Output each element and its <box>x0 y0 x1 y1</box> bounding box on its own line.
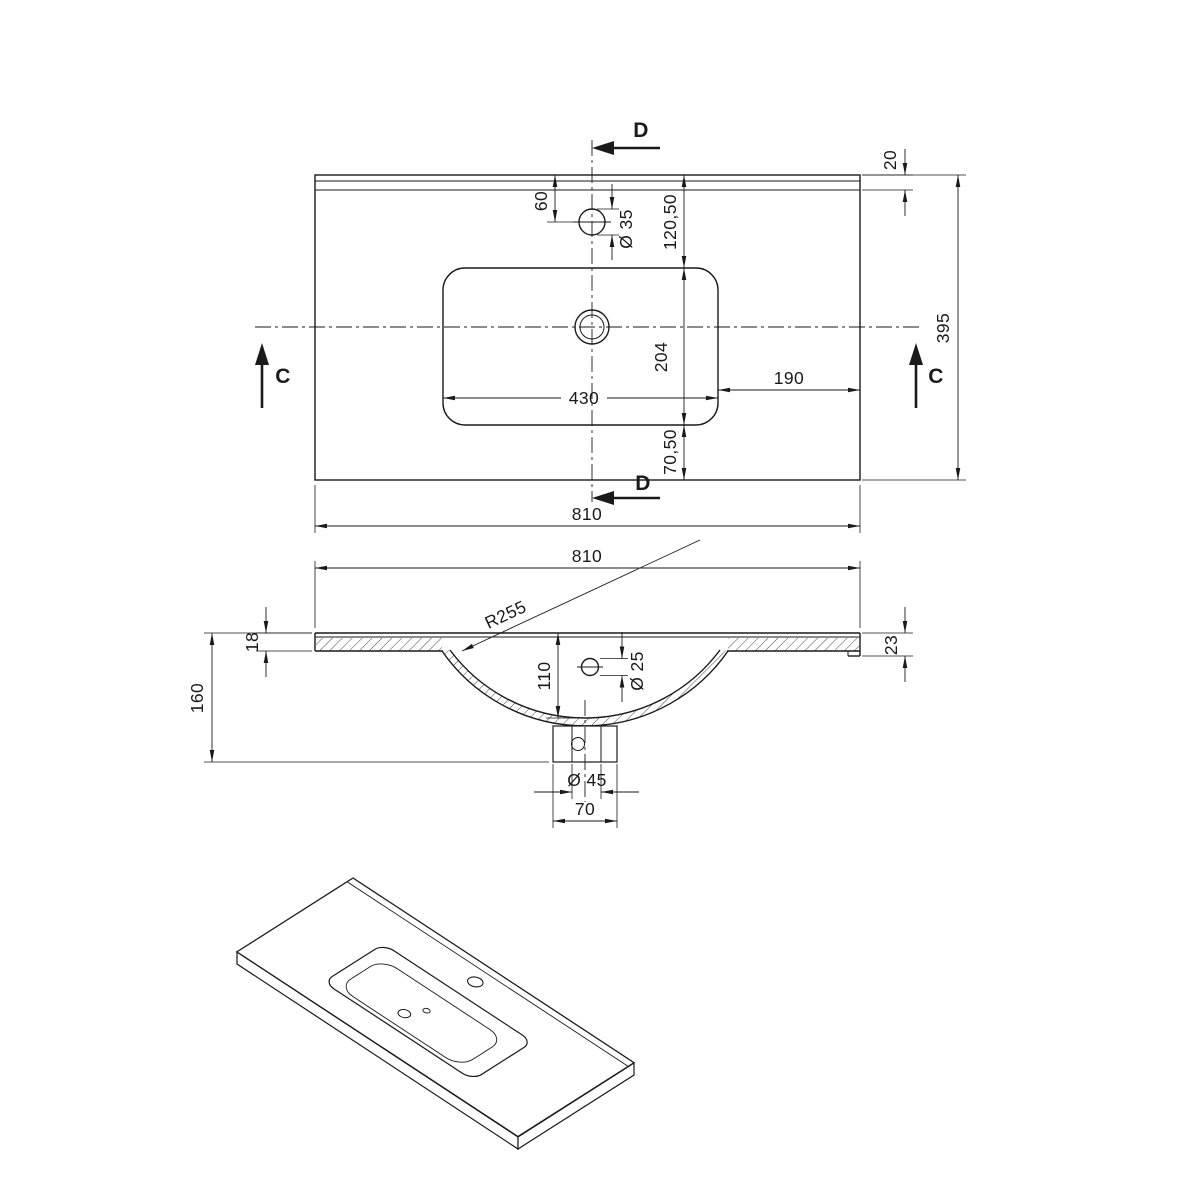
section-marker-c-right: C <box>909 343 944 408</box>
counter-section <box>314 632 861 657</box>
dim-total-height-160: 160 <box>187 632 549 763</box>
dim-top-thickness-label: 18 <box>242 632 262 652</box>
dim-side-offset-label: 190 <box>774 368 804 388</box>
dim-width-810-front: 810 <box>314 546 861 628</box>
dim-width-plan-label: 810 <box>572 504 602 524</box>
isometric-view <box>236 878 635 1151</box>
dim-depth-395: 395 <box>862 174 966 481</box>
dim-basin-width-label: 430 <box>569 388 599 408</box>
dim-faucet-dia-35: Ø 35 <box>597 184 636 260</box>
dim-edge-thickness-label: 23 <box>881 635 901 655</box>
section-c-right-label: C <box>928 365 944 388</box>
dim-faucet-offset-label: 60 <box>531 191 551 211</box>
dim-depth-label: 395 <box>933 313 953 343</box>
dim-width-810-plan: 810 <box>314 485 861 533</box>
dim-drain-dia-45: Ø 45 <box>534 764 639 799</box>
section-marker-c-left: C <box>255 343 291 408</box>
drain-detail-hole <box>571 737 585 751</box>
section-c-left-label: C <box>275 365 291 388</box>
dim-basin-width-430: 430 <box>443 388 718 408</box>
iso-drain-hole <box>395 1008 413 1020</box>
iso-top-face <box>237 878 634 1137</box>
dim-bowl-depth-110: 110 <box>534 633 576 719</box>
iso-faucet-hole <box>464 975 486 989</box>
dim-basin-depth-label: 204 <box>651 342 671 372</box>
front-view: 810 R255 <box>187 539 913 828</box>
bowl-wall-hatch <box>442 650 728 726</box>
section-d-top-label: D <box>633 119 649 142</box>
dim-edge-thickness-23: 23 <box>862 607 913 682</box>
dim-top-thickness-18: 18 <box>242 607 312 677</box>
dim-chain-vertical: 120,50 204 70,50 <box>651 175 687 480</box>
countertop-outline <box>314 174 861 481</box>
dim-side-offset-190: 190 <box>718 368 860 393</box>
slab-hatch-left <box>316 638 442 651</box>
iso-bowl-bottom <box>338 959 504 1067</box>
dim-front-offset-label: 70,50 <box>660 429 680 475</box>
top-view: D D C C 20 <box>255 119 966 533</box>
dim-width-front-label: 810 <box>572 546 602 566</box>
dim-drain-width-label: 70 <box>575 799 595 819</box>
dim-total-height-label: 160 <box>187 683 207 713</box>
dim-drain-width-70: 70 <box>552 764 618 828</box>
dim-back-offset-label: 120,50 <box>660 194 680 250</box>
bowl-inner-surface <box>449 649 721 719</box>
dim-overflow-dia-label: Ø 25 <box>627 651 647 691</box>
iso-overflow-hole <box>421 1007 431 1014</box>
section-marker-d-top: D <box>592 119 660 155</box>
iso-basin-rim <box>324 944 533 1080</box>
section-d-bottom-label: D <box>635 472 651 495</box>
slab-hatch-right <box>728 638 859 651</box>
dim-back-edge-20: 20 <box>862 149 913 216</box>
section-marker-d-bottom: D <box>592 472 660 505</box>
dim-back-edge-label: 20 <box>880 150 900 170</box>
dim-drain-dia-label: Ø 45 <box>567 770 607 790</box>
dim-bowl-depth-label: 110 <box>534 661 554 690</box>
basin-outline <box>442 267 719 426</box>
dim-faucet-dia-label: Ø 35 <box>616 209 636 249</box>
dim-bowl-radius-label: R255 <box>482 596 530 632</box>
dim-faucet-offset-60: 60 <box>531 175 577 223</box>
dim-overflow-dia-25: Ø 25 <box>600 632 647 702</box>
